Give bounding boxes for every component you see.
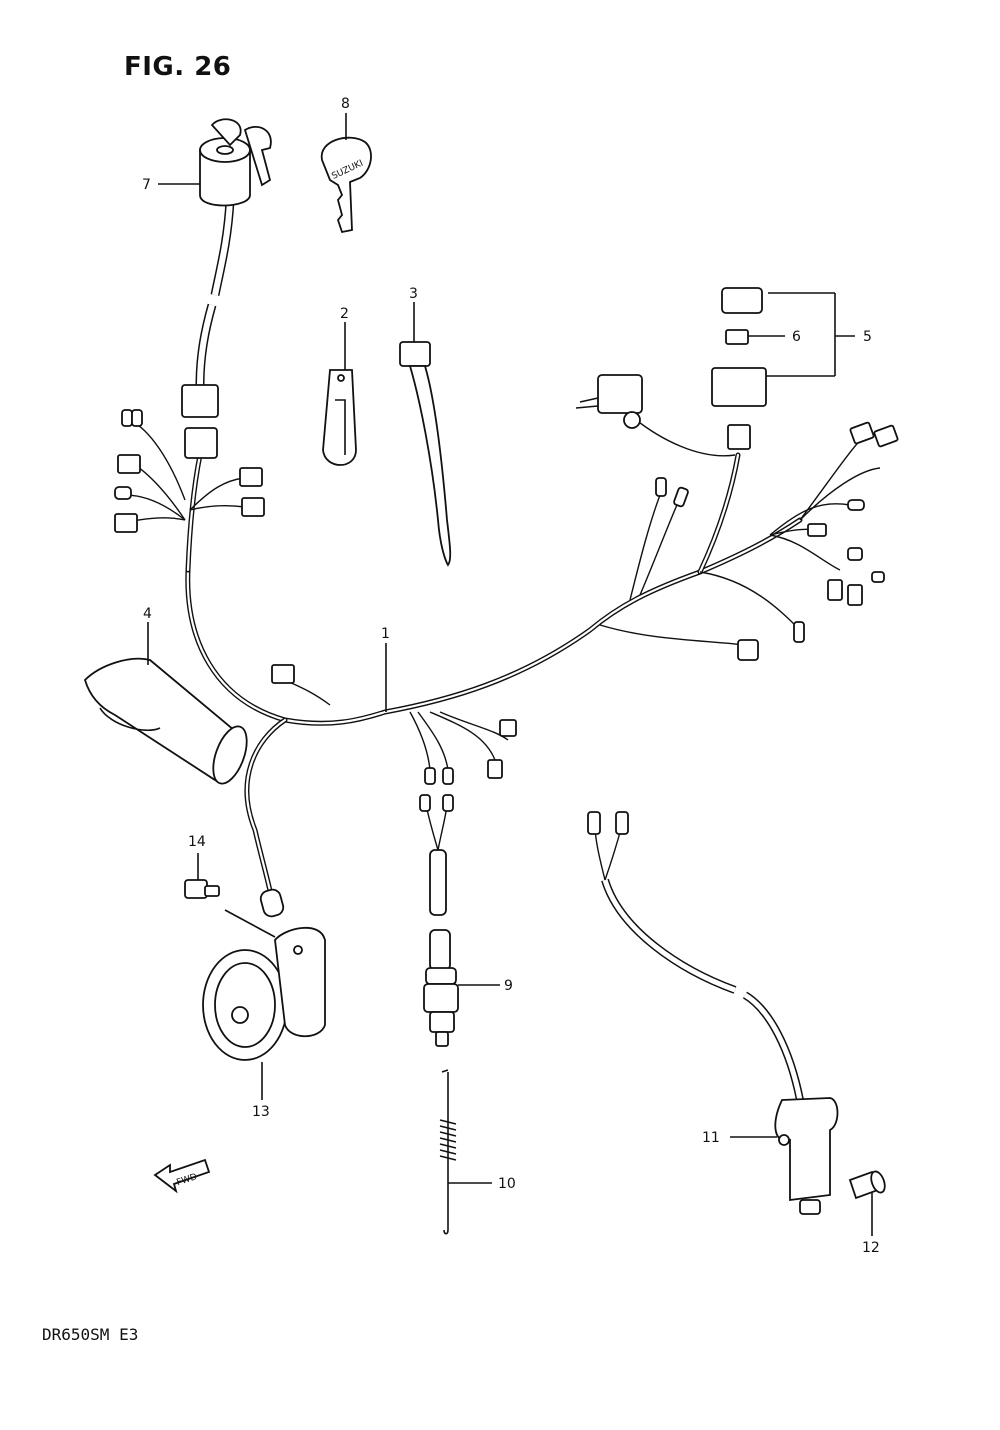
callout-7: 7 xyxy=(142,177,151,193)
callout-8: 8 xyxy=(341,96,350,112)
callout-11: 11 xyxy=(702,1130,720,1146)
bolt xyxy=(184,879,220,899)
callout-3: 3 xyxy=(409,286,418,302)
ignition-switch xyxy=(181,118,272,459)
harness-protector xyxy=(83,657,248,785)
neutral-switch xyxy=(419,794,459,1047)
forward-direction-arrow: FWD xyxy=(153,1158,211,1194)
spring-coil xyxy=(439,1119,457,1161)
callout-12: 12 xyxy=(862,1240,880,1256)
leader-lines xyxy=(147,113,873,1236)
figure-title: FIG. 26 xyxy=(124,52,232,82)
key: SUZUKI xyxy=(321,136,372,234)
wiring-harness xyxy=(114,409,899,918)
callout-10: 10 xyxy=(498,1176,516,1192)
callout-1: 1 xyxy=(381,626,390,642)
callout-labels: 1 2 3 4 5 6 7 8 9 10 11 12 13 14 xyxy=(142,96,880,1256)
side-stand-switch xyxy=(587,811,886,1215)
model-code: DR650SM E3 xyxy=(42,1325,139,1344)
horn xyxy=(202,926,326,1061)
spring-rod xyxy=(439,1069,457,1235)
screw xyxy=(848,1170,886,1200)
callout-2: 2 xyxy=(340,306,349,322)
callout-4: 4 xyxy=(143,606,152,622)
callout-13: 13 xyxy=(252,1104,270,1120)
cable-tie xyxy=(399,341,452,567)
callout-6: 6 xyxy=(792,329,801,345)
starter-relay xyxy=(711,287,767,450)
callout-14: 14 xyxy=(188,834,206,850)
turn-signal-relay xyxy=(575,374,736,457)
callout-5: 5 xyxy=(863,329,872,345)
callout-9: 9 xyxy=(504,978,513,994)
bracket xyxy=(322,369,357,466)
